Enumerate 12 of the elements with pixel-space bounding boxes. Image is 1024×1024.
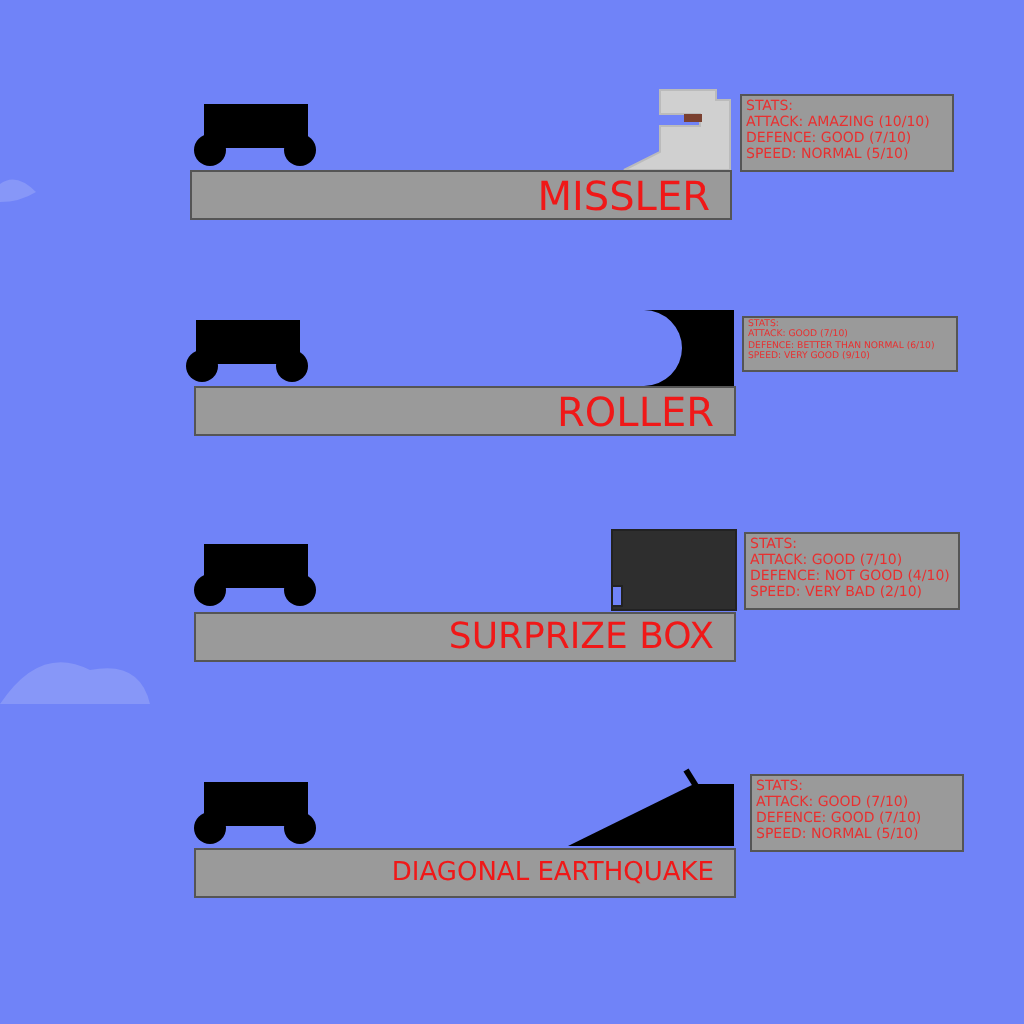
stats-panel [740, 94, 954, 172]
stats-panel [750, 774, 964, 852]
stats-panel [742, 316, 958, 372]
name-platform [194, 848, 736, 898]
name-platform [194, 386, 736, 436]
vehicle-name: ROLLER [557, 391, 714, 431]
vehicle-name: DIAGONAL EARTHQUAKE [391, 860, 714, 886]
vehicle-name: SURPRIZE BOX [448, 619, 714, 655]
name-platform [194, 612, 736, 662]
stats-panel [744, 532, 960, 610]
vehicle-name: MISSLER [537, 175, 710, 215]
name-platform [190, 170, 732, 220]
